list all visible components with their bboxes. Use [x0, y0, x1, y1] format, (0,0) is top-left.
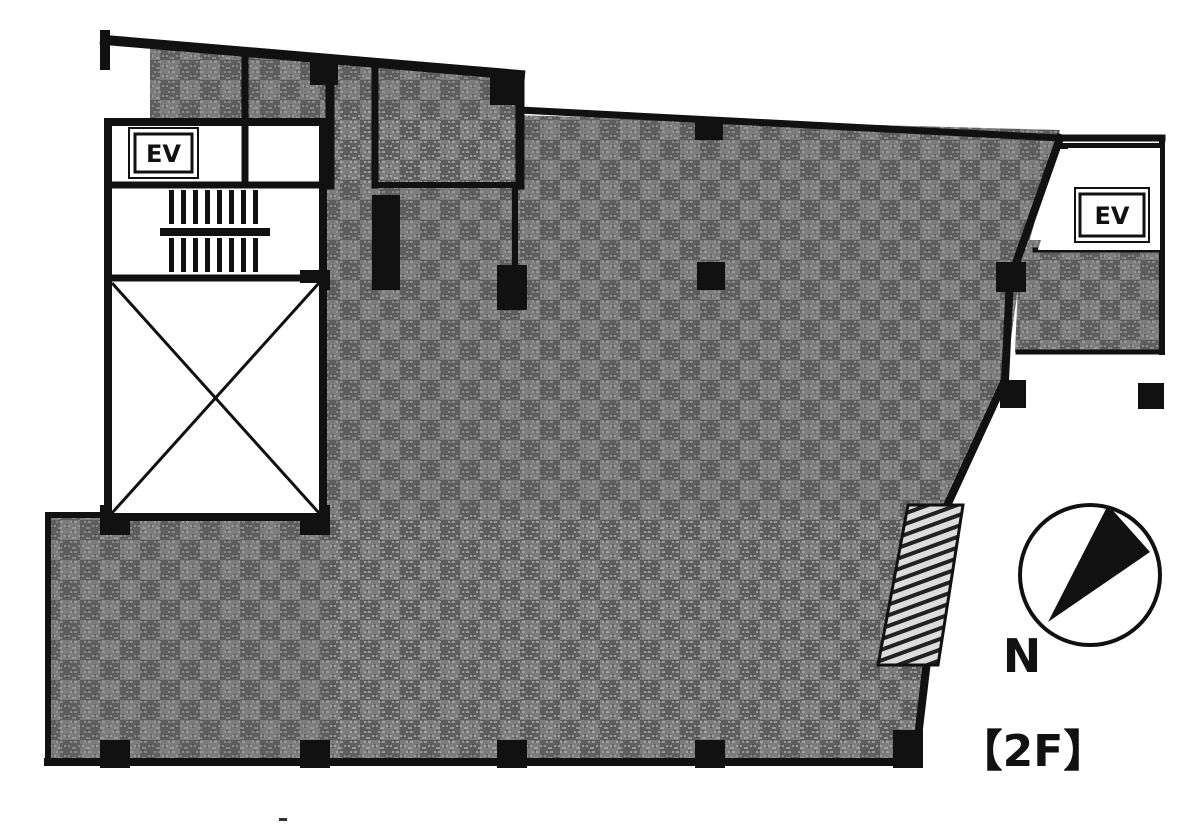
- stairs-icon: [876, 503, 965, 667]
- ev-left-label: EV: [146, 140, 181, 168]
- north-arrow-icon: [1018, 503, 1162, 647]
- void-x-icon: [110, 281, 321, 515]
- elevator-left: EV: [128, 127, 199, 179]
- ev-right-label: EV: [1095, 202, 1130, 230]
- floor-area: [48, 45, 1162, 760]
- stairs-left: [160, 190, 270, 272]
- floor-label: 【2F】: [959, 726, 1108, 777]
- scan-mark: [279, 818, 287, 821]
- outer-walls: [44, 30, 1166, 767]
- north-label: N: [1003, 629, 1042, 683]
- elevator-right: EV: [1038, 148, 1160, 250]
